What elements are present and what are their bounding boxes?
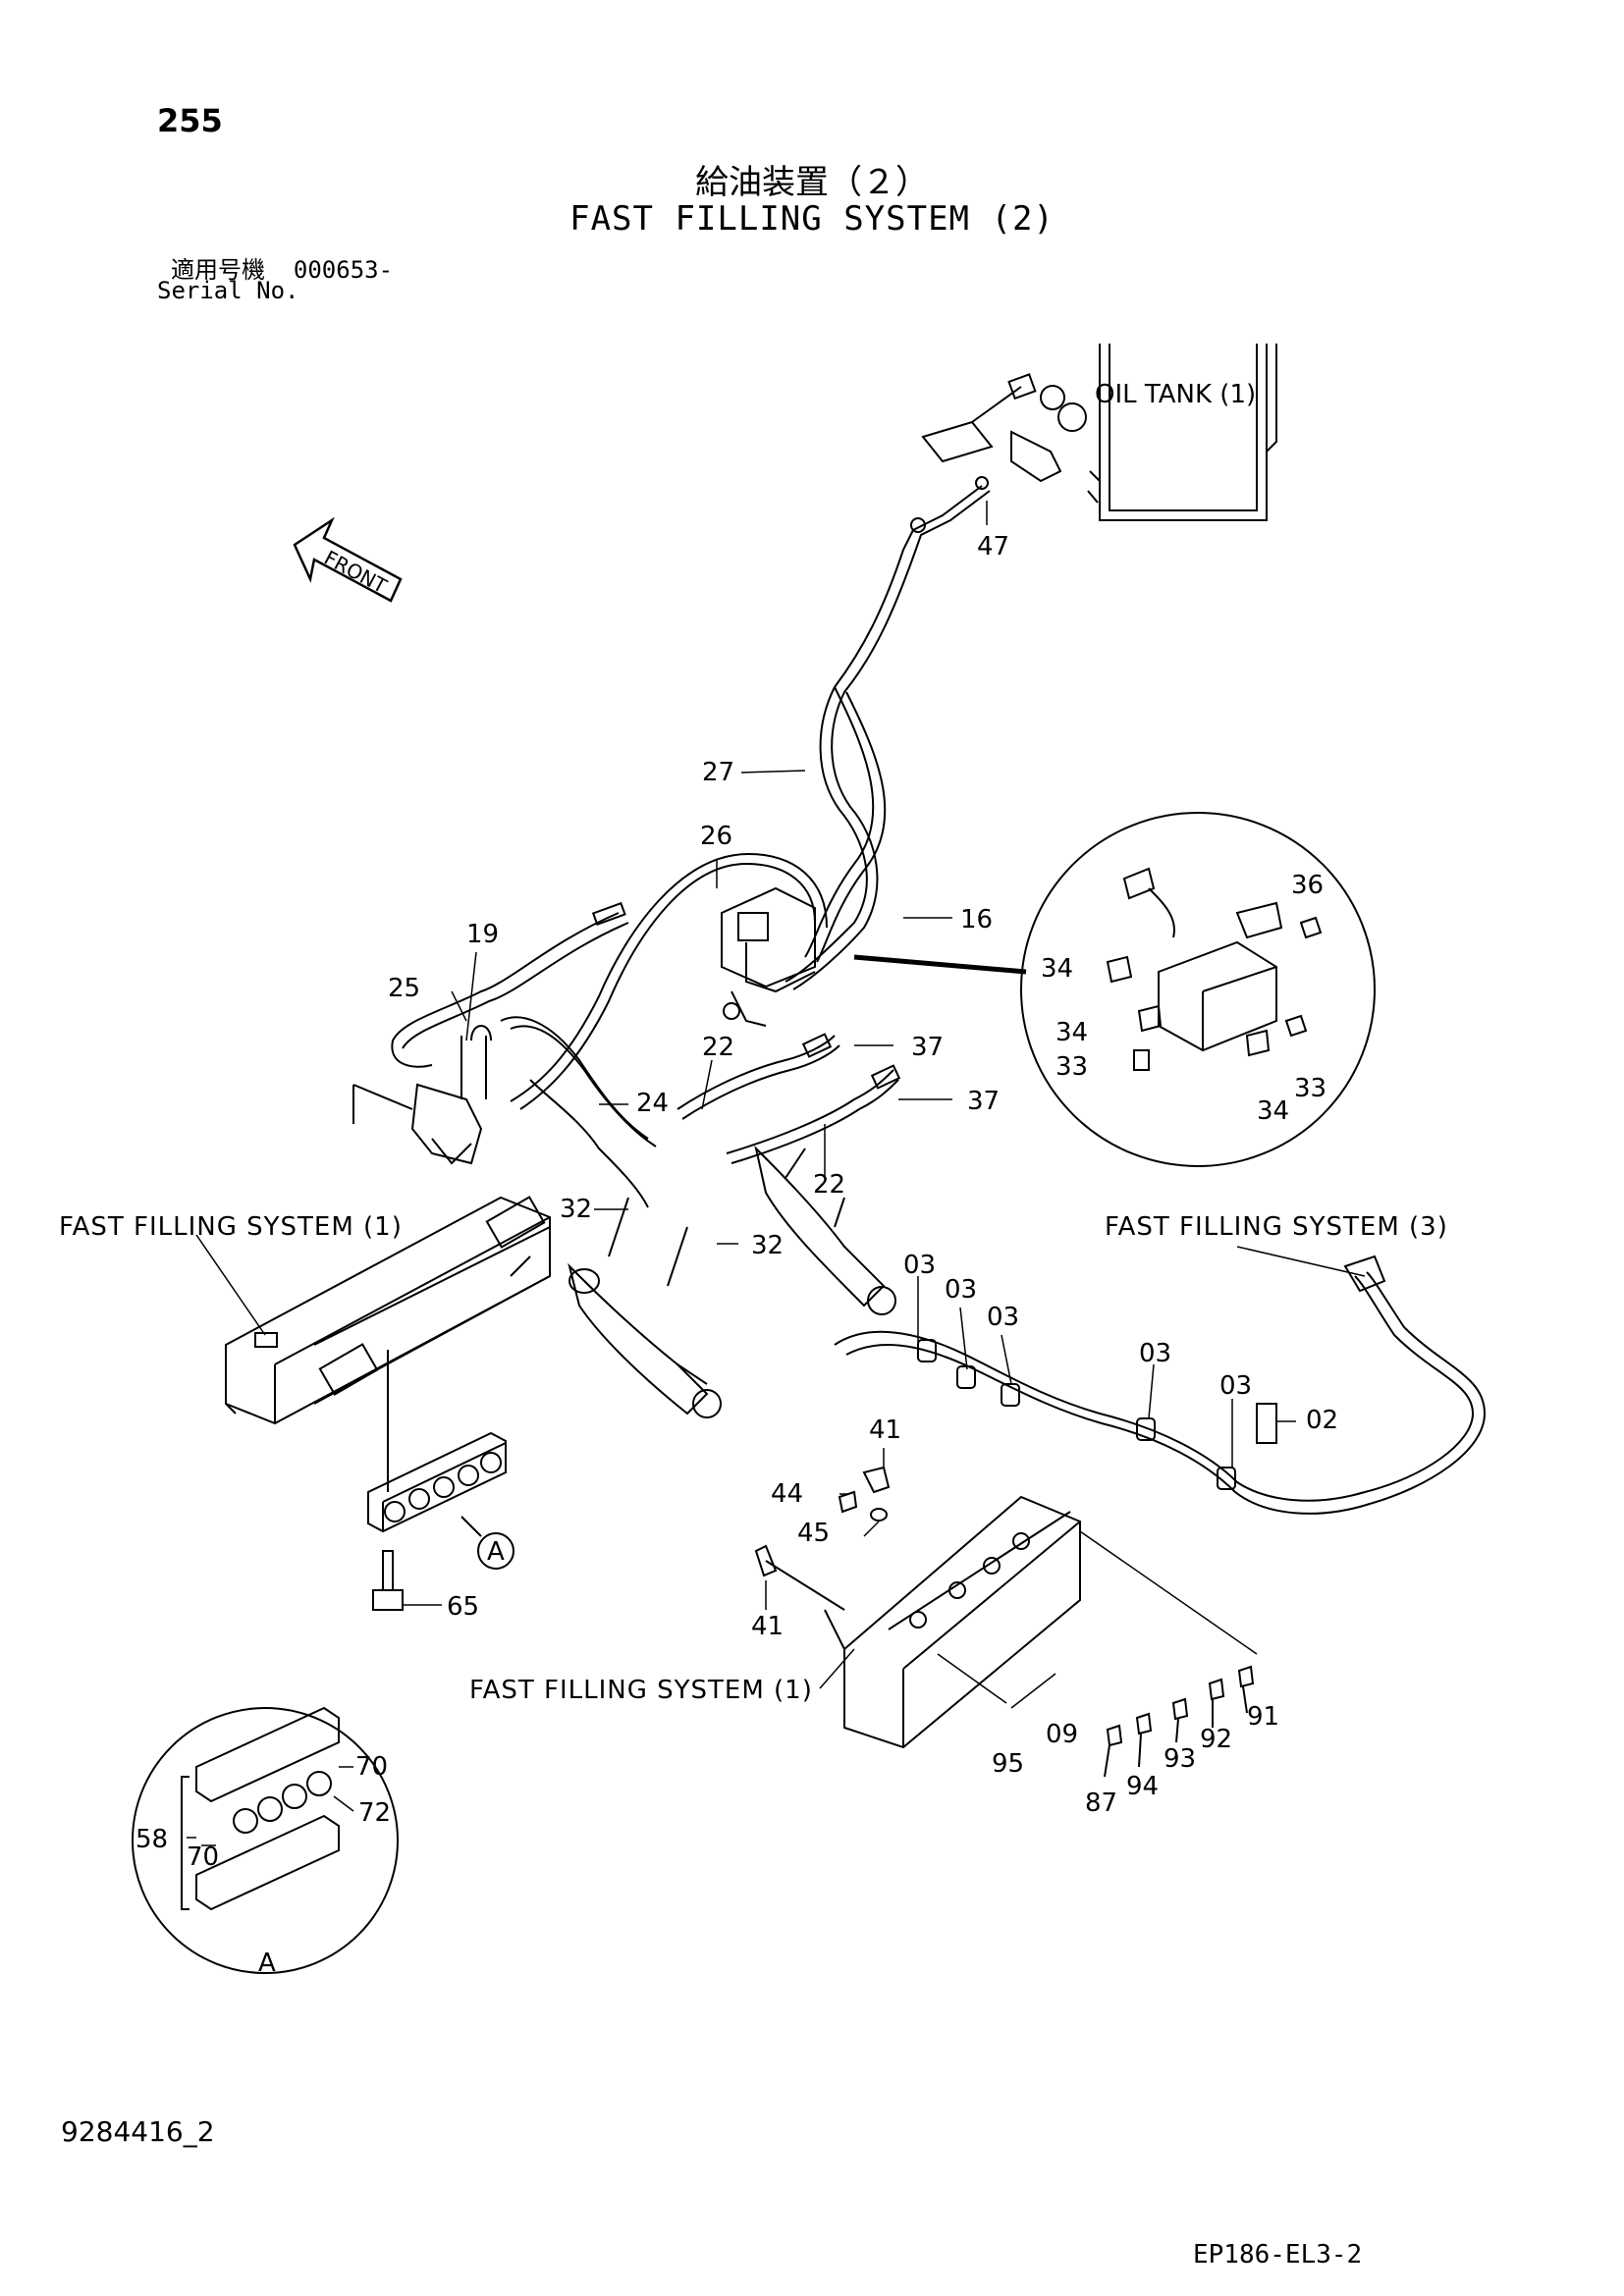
part-03-e: 03 bbox=[1219, 1371, 1252, 1401]
part-36: 36 bbox=[1291, 871, 1324, 900]
serial-label-japanese: 適用号機 000653- bbox=[171, 250, 393, 285]
detail-circle-a bbox=[132, 1706, 399, 1974]
part-16: 16 bbox=[960, 905, 993, 934]
part-47: 47 bbox=[977, 532, 1009, 561]
detail-circle-valve bbox=[1020, 812, 1376, 1167]
part-91: 91 bbox=[1247, 1702, 1279, 1732]
part-41-a: 41 bbox=[869, 1415, 901, 1445]
part-09: 09 bbox=[1046, 1720, 1078, 1749]
part-37-a: 37 bbox=[911, 1033, 944, 1062]
part-34-b: 34 bbox=[1056, 1018, 1088, 1047]
drawing-code: 9284416_2 bbox=[61, 2115, 215, 2148]
part-95: 95 bbox=[992, 1749, 1024, 1779]
part-24: 24 bbox=[636, 1089, 669, 1118]
part-03-c: 03 bbox=[987, 1303, 1019, 1332]
part-19: 19 bbox=[466, 920, 499, 949]
hose-16 bbox=[804, 686, 887, 963]
coupler-box bbox=[754, 1466, 1081, 1749]
part-A-detail: A bbox=[258, 1949, 276, 1978]
hose-26 bbox=[510, 852, 828, 1110]
title-english: FAST FILLING SYSTEM (2) bbox=[569, 199, 1055, 239]
part-A-label: A bbox=[487, 1537, 505, 1567]
cylinder-left bbox=[568, 1197, 722, 1418]
cylinder-right bbox=[754, 1145, 896, 1315]
part-94: 94 bbox=[1126, 1772, 1159, 1801]
part-44: 44 bbox=[771, 1479, 803, 1509]
part-92: 92 bbox=[1200, 1725, 1232, 1754]
part-70-a: 70 bbox=[355, 1752, 388, 1782]
part-58: 58 bbox=[135, 1825, 168, 1854]
part-32-b: 32 bbox=[751, 1231, 784, 1260]
callout-ffs1-left: FAST FILLING SYSTEM (1) bbox=[59, 1212, 403, 1242]
hose-19 bbox=[391, 901, 629, 1068]
part-22-upper: 22 bbox=[702, 1033, 734, 1062]
part-03-d: 03 bbox=[1139, 1339, 1171, 1368]
part-70-b: 70 bbox=[187, 1842, 219, 1872]
tag-labels bbox=[1104, 1665, 1255, 1778]
part-33-a: 33 bbox=[1056, 1052, 1088, 1082]
part-87: 87 bbox=[1085, 1789, 1117, 1818]
part-25: 25 bbox=[388, 974, 420, 1003]
part-41-b: 41 bbox=[751, 1612, 784, 1641]
part-34-a: 34 bbox=[1041, 954, 1073, 984]
part-65: 65 bbox=[447, 1592, 479, 1622]
hose-22-upper bbox=[677, 1033, 840, 1120]
part-03-a: 03 bbox=[903, 1251, 936, 1280]
callout-ffs3: FAST FILLING SYSTEM (3) bbox=[1105, 1212, 1448, 1242]
part-34-c: 34 bbox=[1257, 1096, 1289, 1126]
part-02: 02 bbox=[1306, 1406, 1338, 1435]
callout-ffs1-bottom: FAST FILLING SYSTEM (1) bbox=[469, 1676, 813, 1705]
part-27: 27 bbox=[702, 758, 734, 787]
detail-leader bbox=[853, 954, 1027, 975]
hose-27 bbox=[785, 476, 991, 990]
part-22-lower: 22 bbox=[813, 1170, 845, 1200]
page-number: 255 bbox=[157, 102, 223, 139]
part-32-a: 32 bbox=[560, 1195, 592, 1224]
left-valve-assembly bbox=[352, 1016, 657, 1208]
serial-label-jp-text: 適用号機 bbox=[171, 256, 265, 284]
front-arrow-icon: FRONT bbox=[293, 516, 403, 603]
part-26: 26 bbox=[700, 822, 732, 851]
serial-label-english: Serial No. bbox=[157, 277, 299, 304]
part-37-b: 37 bbox=[967, 1087, 1000, 1116]
callout-oil-tank: OIL TANK (1) bbox=[1095, 380, 1256, 409]
front-label: FRONT bbox=[320, 546, 391, 599]
valve-block-drawing bbox=[721, 886, 816, 1027]
clamp-block bbox=[367, 1350, 514, 1611]
part-72: 72 bbox=[358, 1798, 391, 1828]
oil-tank-drawing bbox=[921, 344, 1277, 521]
frame-left bbox=[225, 1196, 551, 1425]
part-93: 93 bbox=[1164, 1744, 1196, 1774]
serial-value: 000653- bbox=[293, 256, 394, 284]
part-03-b: 03 bbox=[945, 1275, 977, 1305]
title-japanese: 給油装置（２） bbox=[695, 163, 929, 202]
part-33-b: 33 bbox=[1294, 1074, 1326, 1103]
hose-clamped bbox=[834, 1255, 1487, 1515]
sheet-code: EP186-EL3-2 bbox=[1193, 2240, 1363, 2269]
hose-22-lower bbox=[726, 1064, 901, 1164]
part-45: 45 bbox=[797, 1519, 830, 1548]
leader-lines bbox=[187, 501, 1366, 1846]
